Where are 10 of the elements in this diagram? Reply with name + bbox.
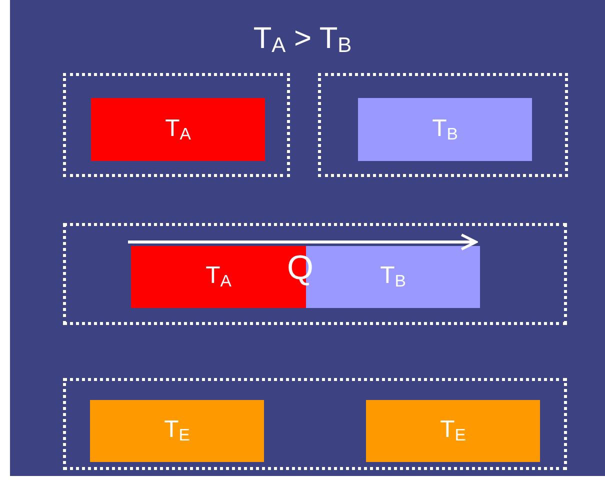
temperature-block: T$_{E}$ bbox=[90, 400, 264, 462]
temperature-block: T$_{E}$ bbox=[366, 400, 540, 462]
title: T$_{A}$ > T$_{B}$ bbox=[253, 22, 352, 55]
temperature-block: T$_{B}$ bbox=[358, 98, 532, 161]
arrow bbox=[128, 233, 478, 251]
dotted-frame bbox=[63, 73, 290, 177]
temperature-block: T$_{A}$ bbox=[91, 98, 265, 161]
dotted-frame bbox=[318, 73, 568, 177]
dotted-frame bbox=[63, 223, 567, 325]
dotted-frame bbox=[63, 378, 567, 470]
